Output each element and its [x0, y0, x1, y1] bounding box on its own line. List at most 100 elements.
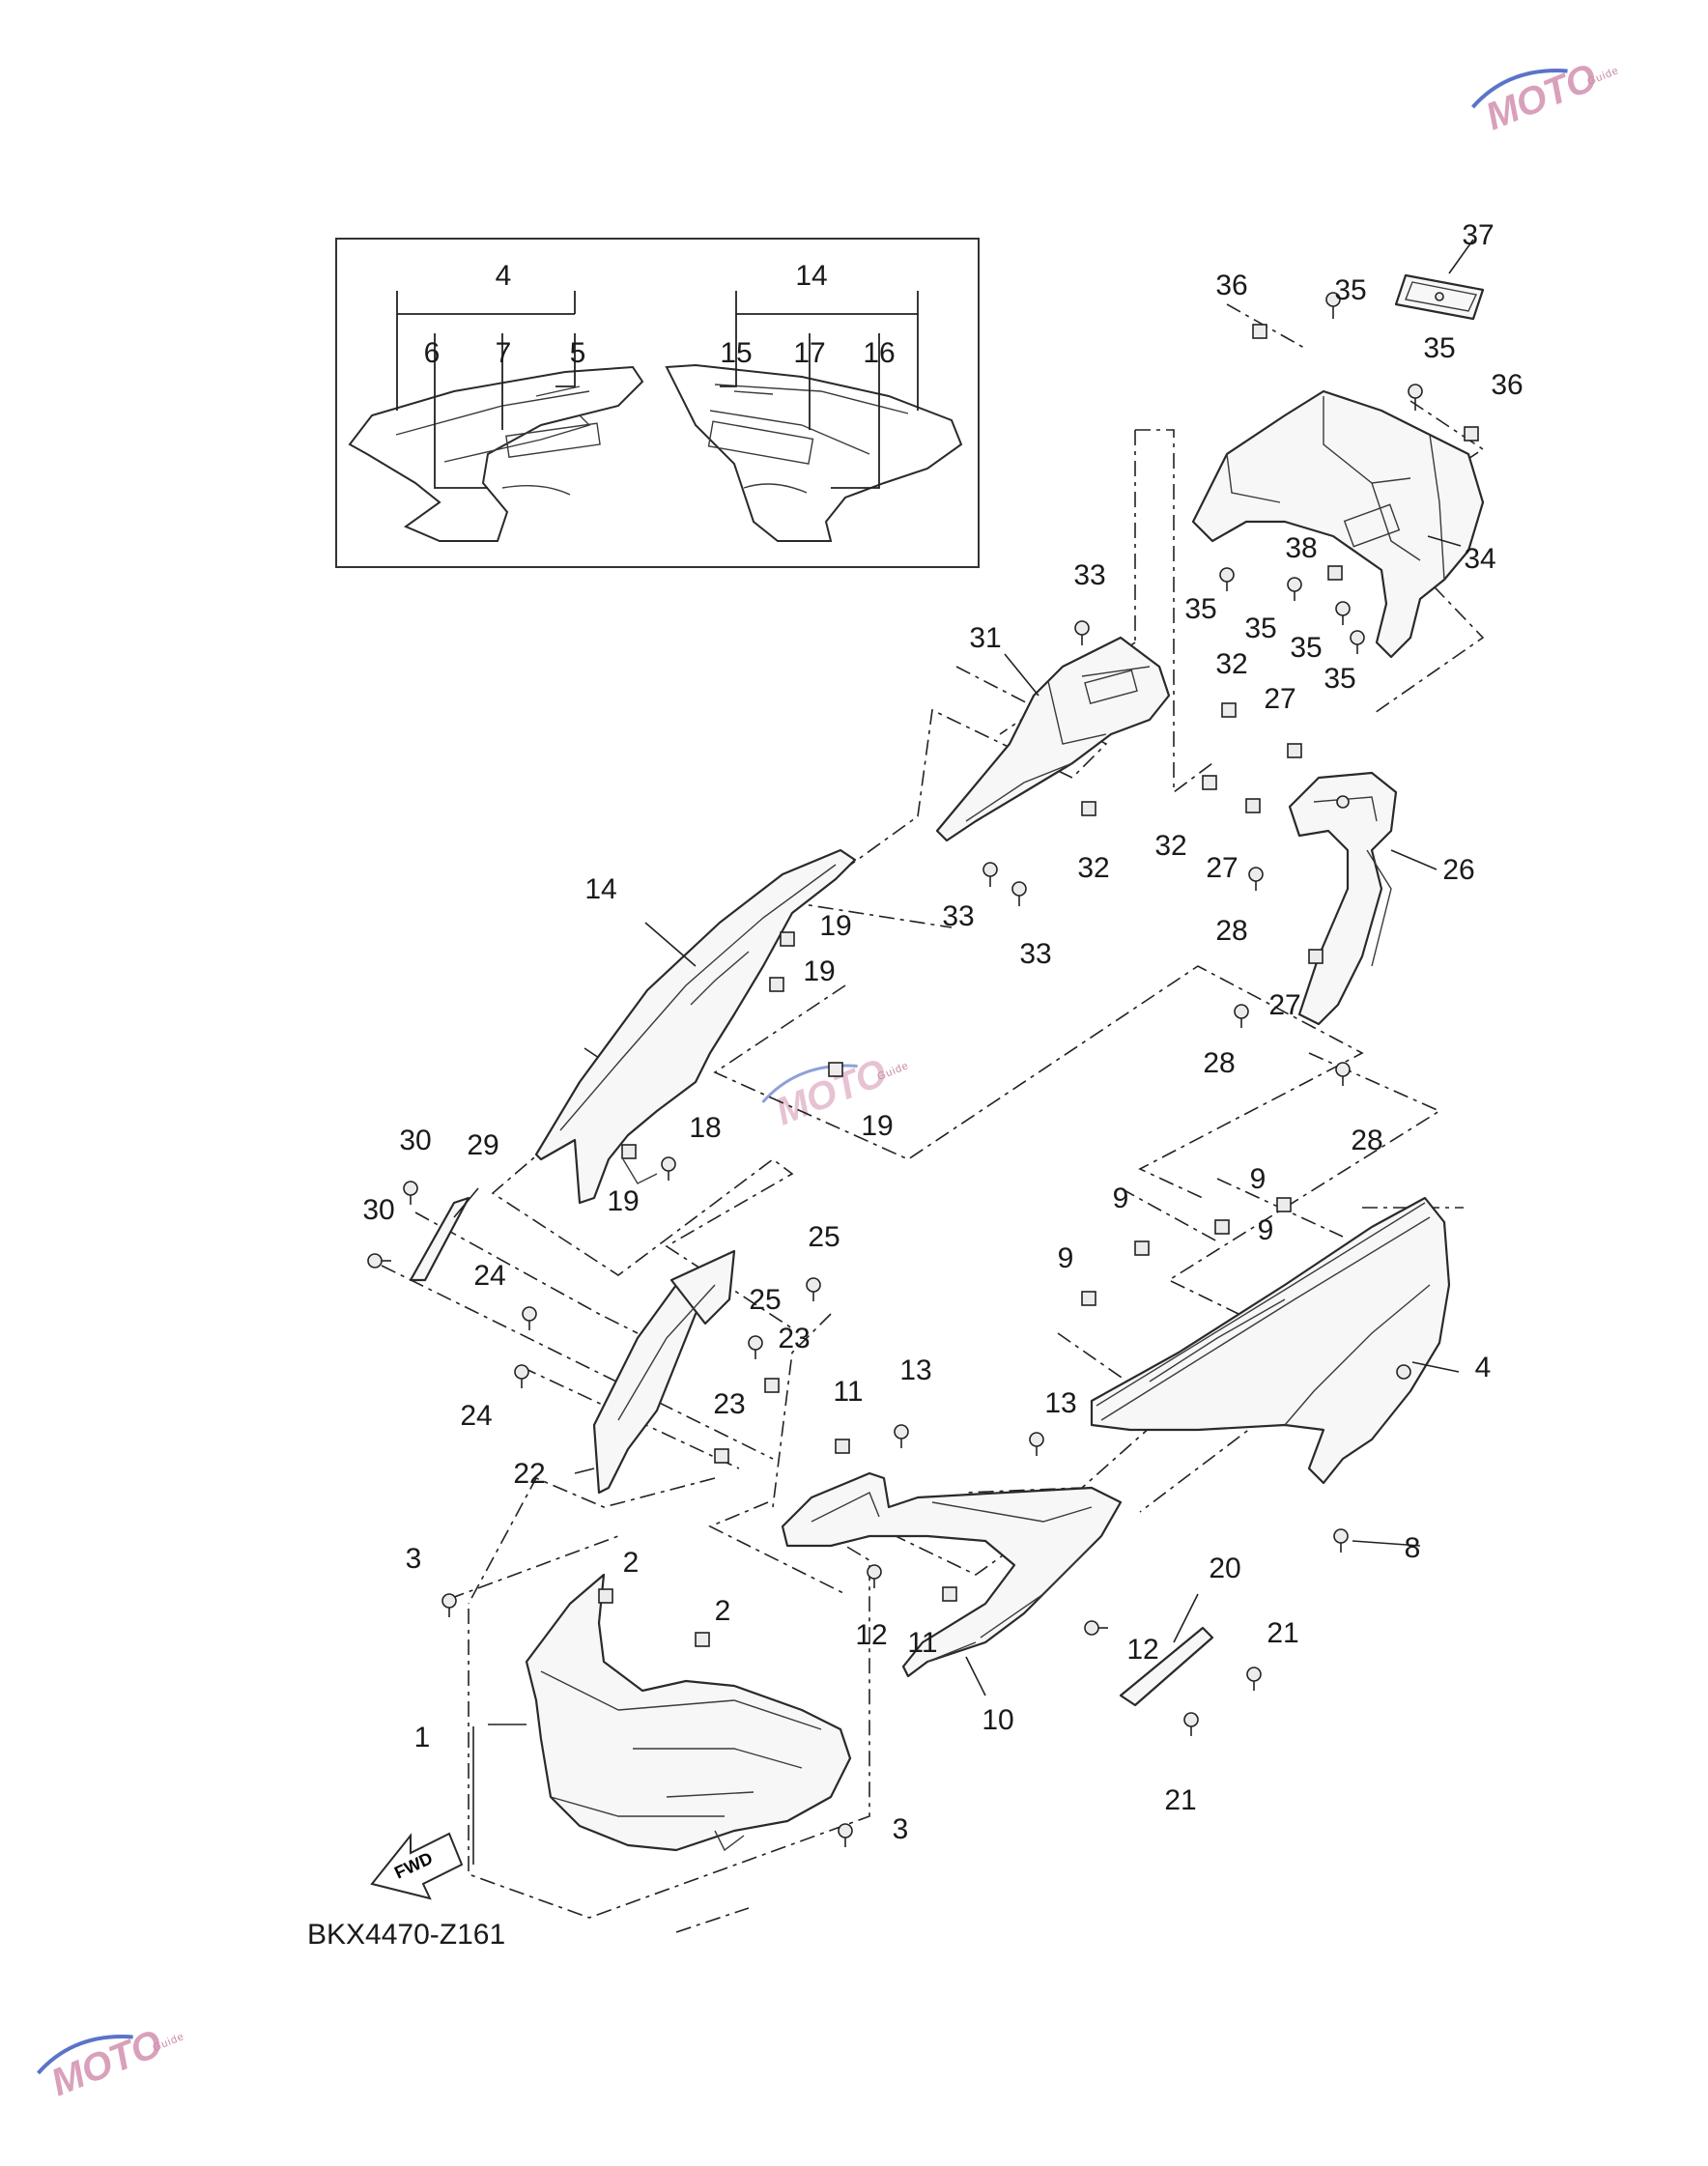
callout-29: 29 — [467, 1129, 498, 1161]
part-10-lower-duct — [781, 1471, 1123, 1678]
screw-icon — [1074, 620, 1090, 645]
callout-19: 19 — [803, 955, 835, 987]
callout-inset-15: 15 — [720, 337, 752, 369]
callout-27: 27 — [1206, 852, 1238, 884]
screw-icon — [1029, 1432, 1044, 1456]
nut-icon — [714, 1448, 729, 1464]
screw-icon — [1234, 1004, 1249, 1028]
callout-12: 12 — [1126, 1634, 1158, 1666]
nut-icon — [621, 1144, 637, 1159]
nut-icon — [1214, 1219, 1230, 1235]
callout-3: 3 — [893, 1813, 909, 1845]
callout-23: 23 — [713, 1388, 745, 1420]
watermark-bottom-left: MOTO Guide — [36, 2022, 186, 2104]
nut-icon — [1327, 565, 1343, 581]
screw-icon — [403, 1181, 418, 1205]
part-34-rear-cowl — [1191, 389, 1485, 659]
screw-icon — [867, 1564, 882, 1588]
callout-19: 19 — [861, 1110, 893, 1142]
callout-2: 2 — [715, 1595, 731, 1627]
nut-icon — [1081, 1291, 1096, 1306]
screw-icon — [1219, 567, 1235, 591]
callout-20: 20 — [1209, 1553, 1240, 1584]
part-37-reflector — [1394, 273, 1485, 321]
diagram-code: BKX4470-Z161 — [307, 1919, 505, 1951]
fasteners — [367, 292, 1479, 1847]
callout-inset-17: 17 — [793, 337, 825, 369]
screw-icon — [441, 1593, 457, 1617]
nut-icon — [1202, 775, 1217, 790]
part-20-strip — [1119, 1626, 1214, 1707]
callout-inset-4: 4 — [496, 260, 512, 292]
screw-icon — [748, 1335, 763, 1359]
callout-1: 1 — [414, 1722, 431, 1753]
screw-icon — [806, 1277, 821, 1301]
screw-icon — [838, 1823, 853, 1847]
callout-35: 35 — [1324, 663, 1355, 695]
callout-35: 35 — [1334, 274, 1366, 306]
screw-icon — [1287, 577, 1302, 601]
nut-icon — [1221, 702, 1237, 718]
nut-icon — [1134, 1240, 1150, 1256]
leader-lines — [453, 239, 1474, 1865]
callout-22: 22 — [513, 1458, 545, 1490]
callout-26: 26 — [1442, 854, 1474, 886]
callout-10: 10 — [982, 1704, 1013, 1736]
callout-19: 19 — [819, 910, 851, 942]
watermark-text: MOTO — [45, 2022, 168, 2104]
callout-inset-6: 6 — [424, 337, 441, 369]
left-decal-shape — [348, 365, 644, 542]
callout-19: 19 — [607, 1185, 639, 1217]
callout-36: 36 — [1491, 369, 1523, 401]
callout-36: 36 — [1215, 270, 1247, 301]
screw-icon — [367, 1253, 391, 1268]
nut-icon — [780, 931, 795, 947]
callout-13: 13 — [899, 1354, 931, 1386]
screw-icon — [1084, 1620, 1108, 1636]
callout-13: 13 — [1044, 1387, 1076, 1419]
callout-28: 28 — [1215, 915, 1247, 947]
callout-28: 28 — [1351, 1125, 1382, 1156]
callout-30: 30 — [399, 1125, 431, 1156]
nut-icon — [942, 1586, 957, 1602]
callout-14: 14 — [584, 873, 616, 905]
nut-icon — [598, 1588, 613, 1604]
fwd-arrow-icon: FWD — [370, 1832, 464, 1900]
callout-25: 25 — [808, 1221, 840, 1253]
callout-37: 37 — [1462, 219, 1494, 251]
callout-11: 11 — [833, 1376, 863, 1408]
nut-icon — [1081, 801, 1096, 816]
part-22-lower-side-panel — [592, 1249, 736, 1495]
callouts: 37 36 35 35 36 38 34 35 35 35 35 33 31 3… — [362, 219, 1523, 1845]
screw-icon — [1335, 1062, 1351, 1086]
callout-28: 28 — [1203, 1047, 1235, 1079]
callout-8: 8 — [1405, 1532, 1421, 1564]
callout-21: 21 — [1164, 1784, 1196, 1816]
callout-35: 35 — [1184, 593, 1216, 625]
callout-27: 27 — [1264, 683, 1295, 715]
callout-25: 25 — [749, 1284, 781, 1316]
callout-inset-7: 7 — [496, 337, 512, 369]
screw-icon — [1350, 630, 1365, 654]
screw-icon — [1408, 384, 1423, 411]
callout-27: 27 — [1268, 989, 1300, 1021]
callout-24: 24 — [460, 1400, 492, 1432]
screw-icon — [1248, 867, 1264, 891]
part-26-rear-frame — [1288, 771, 1398, 1026]
callout-inset-14: 14 — [795, 260, 827, 292]
callout-12: 12 — [855, 1619, 887, 1651]
nut-icon — [764, 1378, 780, 1393]
callout-9: 9 — [1258, 1214, 1274, 1246]
decal-inset: 4 6 7 5 14 15 17 16 — [335, 238, 980, 568]
assembly-lines — [381, 303, 1485, 1933]
nut-icon — [695, 1632, 710, 1647]
callout-35: 35 — [1290, 632, 1322, 664]
nut-icon — [828, 1062, 843, 1077]
callout-inset-5: 5 — [570, 337, 586, 369]
callout-9: 9 — [1113, 1183, 1129, 1214]
callout-35: 35 — [1423, 332, 1455, 364]
screw-icon — [1011, 881, 1027, 906]
callout-21: 21 — [1267, 1617, 1298, 1649]
callout-inset-16: 16 — [863, 337, 895, 369]
